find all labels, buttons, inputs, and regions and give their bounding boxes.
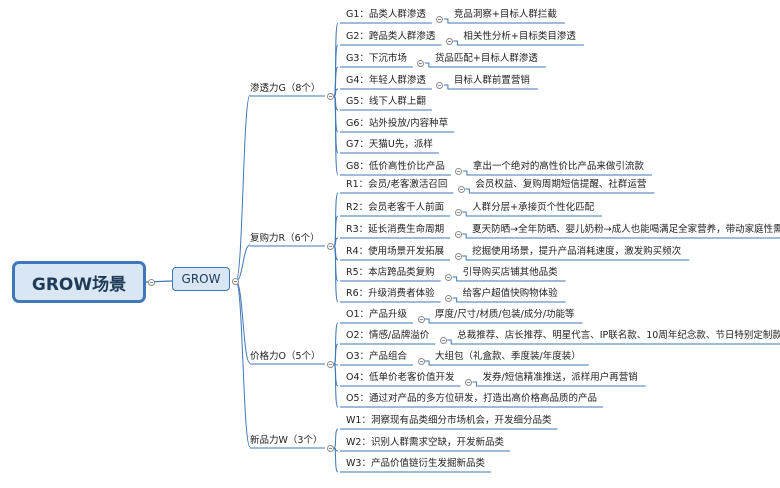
child-collapse-toggle[interactable] [417,315,425,323]
branch-collapse-toggle[interactable] [326,242,334,250]
child-collapse-toggle[interactable] [455,167,463,175]
child-node-label[interactable]: O5：通过对产品的多方位研发，打造出高价格高品质的产品 [346,392,598,404]
branch-collapse-toggle[interactable] [326,444,334,452]
connector-line [235,280,251,448]
child-node-label[interactable]: R1：会员/老客激活召回 [346,178,448,190]
child-node-label[interactable]: R4：使用场景开发拓展 [346,245,445,257]
connector-line [333,428,339,449]
child-node-label[interactable]: O2：情感/品牌溢价 [346,329,430,341]
child-node-label[interactable]: G2：跨品类人群渗透 [346,30,436,42]
connector-line [462,233,780,239]
detail-node-label[interactable]: 夏天防晒→全年防晒、婴儿奶粉→成人也能喝满足全家营养，带动家庭性需求 [472,223,780,235]
center-label: GROW [181,272,221,286]
child-collapse-toggle[interactable] [454,252,462,260]
connector-line [443,18,565,24]
child-node-label[interactable]: G8：低价高性价比产品 [346,160,445,172]
detail-node-label[interactable]: 货品匹配+目标人群渗透 [434,52,538,64]
connector-line [235,94,251,282]
connector-line [452,297,566,303]
branch-collapse-toggle[interactable] [326,92,334,100]
child-node-label[interactable]: G7：天猫U先，派样 [346,138,433,150]
child-node-label[interactable]: W3：产品价值链衍生发掘新品类 [346,457,485,469]
detail-node-label[interactable]: 竞品洞察+目标人群拦截 [453,8,557,20]
child-node-label[interactable]: G4：年轻人群渗透 [346,74,426,86]
connector-line [333,363,339,408]
connector-line [462,170,652,176]
child-collapse-toggle[interactable] [454,230,462,238]
child-node-label[interactable]: R2：会员老客千人前面 [346,201,445,213]
connector-line [447,339,780,345]
branch-label-2[interactable]: 价格力O（5个） [250,350,321,362]
child-collapse-toggle[interactable] [436,81,444,89]
branch-label-3[interactable]: 新品力W（3个） [250,434,323,446]
connector-line [465,188,655,194]
child-collapse-toggle[interactable] [445,273,453,281]
center-collapse-toggle[interactable] [231,277,239,285]
detail-node-label[interactable]: 拿出一个绝对的高性价比产品来做引流款 [472,160,644,172]
child-node-label[interactable]: R5：本店跨品类复购 [346,266,435,278]
child-collapse-toggle[interactable] [439,336,447,344]
branch-label-0[interactable]: 渗透力G（8个） [250,82,321,94]
child-collapse-toggle[interactable] [417,357,425,365]
child-collapse-toggle[interactable] [445,37,453,45]
detail-node-label[interactable]: 会员权益、复购周期短信提醒、社群运营 [475,178,647,190]
child-node-label[interactable]: O3：产品组合 [346,350,408,362]
child-node-label[interactable]: W2：识别人群需求空缺，开发新品类 [346,436,504,448]
child-node-label[interactable]: G6：站外投放/内容种草 [346,117,449,129]
child-node-label[interactable]: R6：升级消费者体验 [346,287,435,299]
detail-node-label[interactable]: 目标人群前置营销 [453,74,530,86]
connector-line [453,40,584,46]
child-node-label[interactable]: R3：延长消费生命周期 [346,223,445,235]
root-label: GROW场景 [31,274,127,295]
root-collapse-toggle[interactable] [147,278,155,286]
connector-line [424,62,546,68]
child-collapse-toggle[interactable] [436,15,444,23]
child-node-label[interactable]: O1：产品升级 [346,308,408,320]
connector-line [333,343,339,365]
detail-node-label[interactable]: 大组包（礼盒款、季度装/年度装） [435,350,581,362]
detail-node-label[interactable]: 挖掘使用场景，提升产品消耗速度，激发购买频次 [472,245,682,257]
child-collapse-toggle[interactable] [454,208,462,216]
detail-node-label[interactable]: 人群分层+承接页个性化匹配 [472,201,595,213]
connector-line [425,318,583,324]
branch-label-1[interactable]: 复购力R（6个） [250,232,320,244]
connector-line [425,360,589,366]
detail-node-label[interactable]: 相关性分析+目标类目渗透 [463,30,576,42]
child-collapse-toggle[interactable] [465,378,473,386]
detail-node-label[interactable]: 总裁推荐、店长推荐、明星代言、IP联名款、10周年纪念款、节日特别定制款 [457,329,780,341]
detail-node-label[interactable]: 厚度/尺寸/材质/包装/成分/功能等 [435,308,575,320]
child-collapse-toggle[interactable] [457,185,465,193]
connector-line [443,84,538,90]
child-collapse-toggle[interactable] [445,294,453,302]
child-node-label[interactable]: G3：下沉市场 [346,52,407,64]
connector-line [333,245,339,303]
detail-node-label[interactable]: 给客户超值快购物体验 [462,287,558,299]
child-collapse-toggle[interactable] [417,59,425,67]
connector-line [462,211,603,217]
connector-line [333,322,339,365]
child-node-label[interactable]: O4：低单价老客价值开发 [346,371,455,383]
connector-line [235,280,251,364]
child-node-label[interactable]: G1：品类人群渗透 [346,8,426,20]
root-node[interactable]: GROW场景 [12,261,146,303]
branch-collapse-toggle[interactable] [326,360,334,368]
connector-line [333,95,339,176]
detail-node-label[interactable]: 引导购买店铺其他品类 [462,266,558,278]
connector-line [452,276,566,282]
connector-line [333,447,339,473]
connector-line [462,255,690,261]
child-node-label[interactable]: W1：洞察现有品类细分市场机会，开发细分品类 [346,414,552,426]
center-node[interactable]: GROW [172,267,230,291]
connector-line [472,381,646,387]
detail-node-label[interactable]: 发券/短信精准推送，派样用户再营销 [482,371,638,383]
child-node-label[interactable]: G5：线下人群上翻 [346,95,426,107]
